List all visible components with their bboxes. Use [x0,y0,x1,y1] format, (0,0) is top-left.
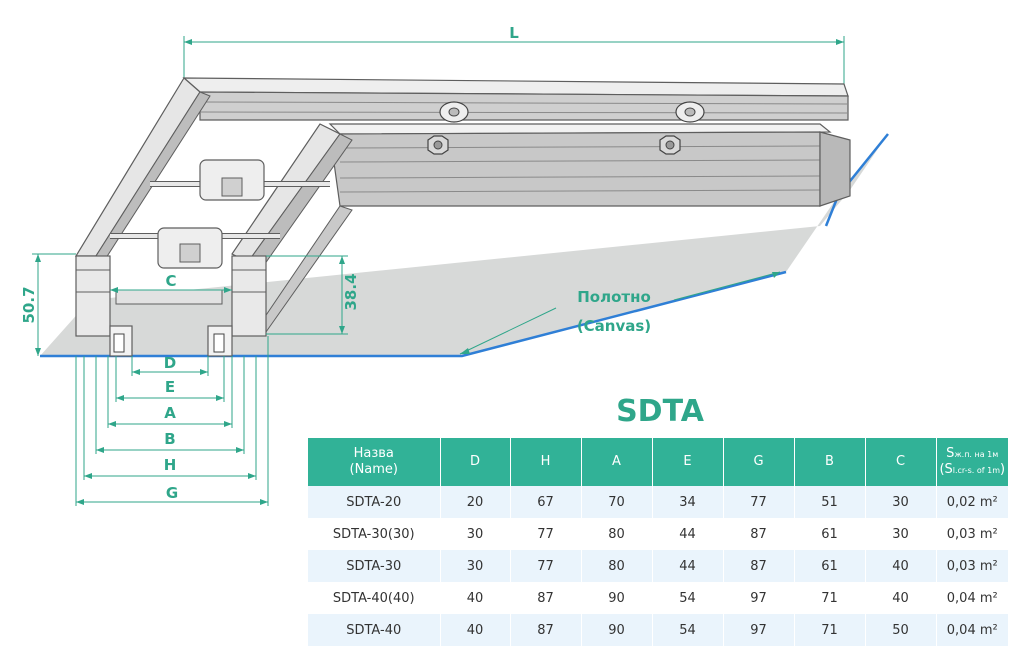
table-cell: 50 [865,614,937,646]
column-header-name: Назва (Name) [308,438,441,486]
table-cell: 61 [794,550,866,582]
table-cell: 44 [652,550,724,582]
profile-section-right [207,255,267,357]
dim-label-height-outer: 50.7 [20,286,38,323]
table-cell: 61 [794,518,866,550]
spec-table: Назва (Name) D H A E G B C Sж.п. на 1м (… [308,438,1008,646]
table-cell: 77 [510,550,582,582]
column-header-h: H [510,438,582,486]
table-cell: 87 [510,614,582,646]
dim-label-e: E [165,378,175,396]
dim-label-g: G [166,484,178,502]
dim-label-h: H [164,456,177,474]
bottom-dimensions: D E A B H G [75,336,269,506]
table-cell: 30 [865,486,937,518]
table-cell: 40 [440,614,511,646]
profile-front-rail [328,123,832,135]
table-cell: 87 [723,518,795,550]
product-title: SDTA [616,394,704,429]
canvas-edge [40,270,787,358]
table-cell: 80 [581,518,653,550]
table-cell: SDTA-20 [308,486,441,518]
table-cell: 30 [865,518,937,550]
column-header-e: E [652,438,724,486]
table-cell: 70 [581,486,653,518]
table-cell: 34 [652,486,724,518]
table-cell: 20 [440,486,511,518]
dim-label-height-inner: 38.4 [342,273,360,310]
table-cell: 40 [440,582,511,614]
table-cell: SDTA-30(30) [308,518,441,550]
canvas-label-en: (Canvas) [577,317,651,335]
mounting-bracket [157,227,223,269]
table-row: SDTA-30 30 77 80 44 87 61 40 0,03 m² [308,550,1008,582]
table-header-row: Назва (Name) D H A E G B C Sж.п. на 1м (… [308,438,1008,486]
table-cell: 0,02 m² [936,486,1008,518]
clamp-icon [439,101,469,123]
dim-label-c: C [165,272,176,290]
canvas-label-ru: Полотно [577,288,651,306]
column-header-d: D [440,438,511,486]
table-cell: 54 [652,582,724,614]
table-cell: 30 [440,518,511,550]
dim-label-d: D [164,354,176,372]
table-row: SDTA-30(30) 30 77 80 44 87 61 30 0,03 m² [308,518,1008,550]
table-row: SDTA-40 40 87 90 54 97 71 50 0,04 m² [308,614,1008,646]
table-cell: 0,03 m² [936,550,1008,582]
column-header-c: C [865,438,937,486]
bolt-icon [427,135,449,155]
table-cell: SDTA-40(40) [308,582,441,614]
clamp-icon [675,101,705,123]
table-cell: 71 [794,582,866,614]
table-cell: SDTA-40 [308,614,441,646]
table-cell: 97 [723,582,795,614]
table-cell: 87 [510,582,582,614]
mounting-bracket [199,159,265,201]
column-header-a: A [581,438,653,486]
table-cell: 0,04 m² [936,614,1008,646]
dim-label-l: L [509,24,519,42]
table-cell: 44 [652,518,724,550]
bolt-icon [659,135,681,155]
column-header-area: Sж.п. на 1м (Sl.cr-s. of 1m) [936,438,1008,486]
table-cell: 54 [652,614,724,646]
table-cell: 51 [794,486,866,518]
table-cell: 0,03 m² [936,518,1008,550]
table-row: SDTA-40(40) 40 87 90 54 97 71 40 0,04 m² [308,582,1008,614]
table-cell: 30 [440,550,511,582]
table-cell: 40 [865,550,937,582]
table-cell: SDTA-30 [308,550,441,582]
column-header-g: G [723,438,795,486]
table-cell: 40 [865,582,937,614]
profile-section-left [75,255,133,357]
table-row: SDTA-20 20 67 70 34 77 51 30 0,02 m² [308,486,1008,518]
column-header-b: B [794,438,866,486]
table-cell: 77 [723,486,795,518]
dim-label-b: B [164,430,175,448]
table-cell: 87 [723,550,795,582]
table-cell: 80 [581,550,653,582]
table-cell: 97 [723,614,795,646]
table-cell: 90 [581,582,653,614]
table-cell: 90 [581,614,653,646]
table-cell: 71 [794,614,866,646]
table-cell: 77 [510,518,582,550]
table-cell: 0,04 m² [936,582,1008,614]
table-cell: 67 [510,486,582,518]
dim-label-a: A [164,404,176,422]
